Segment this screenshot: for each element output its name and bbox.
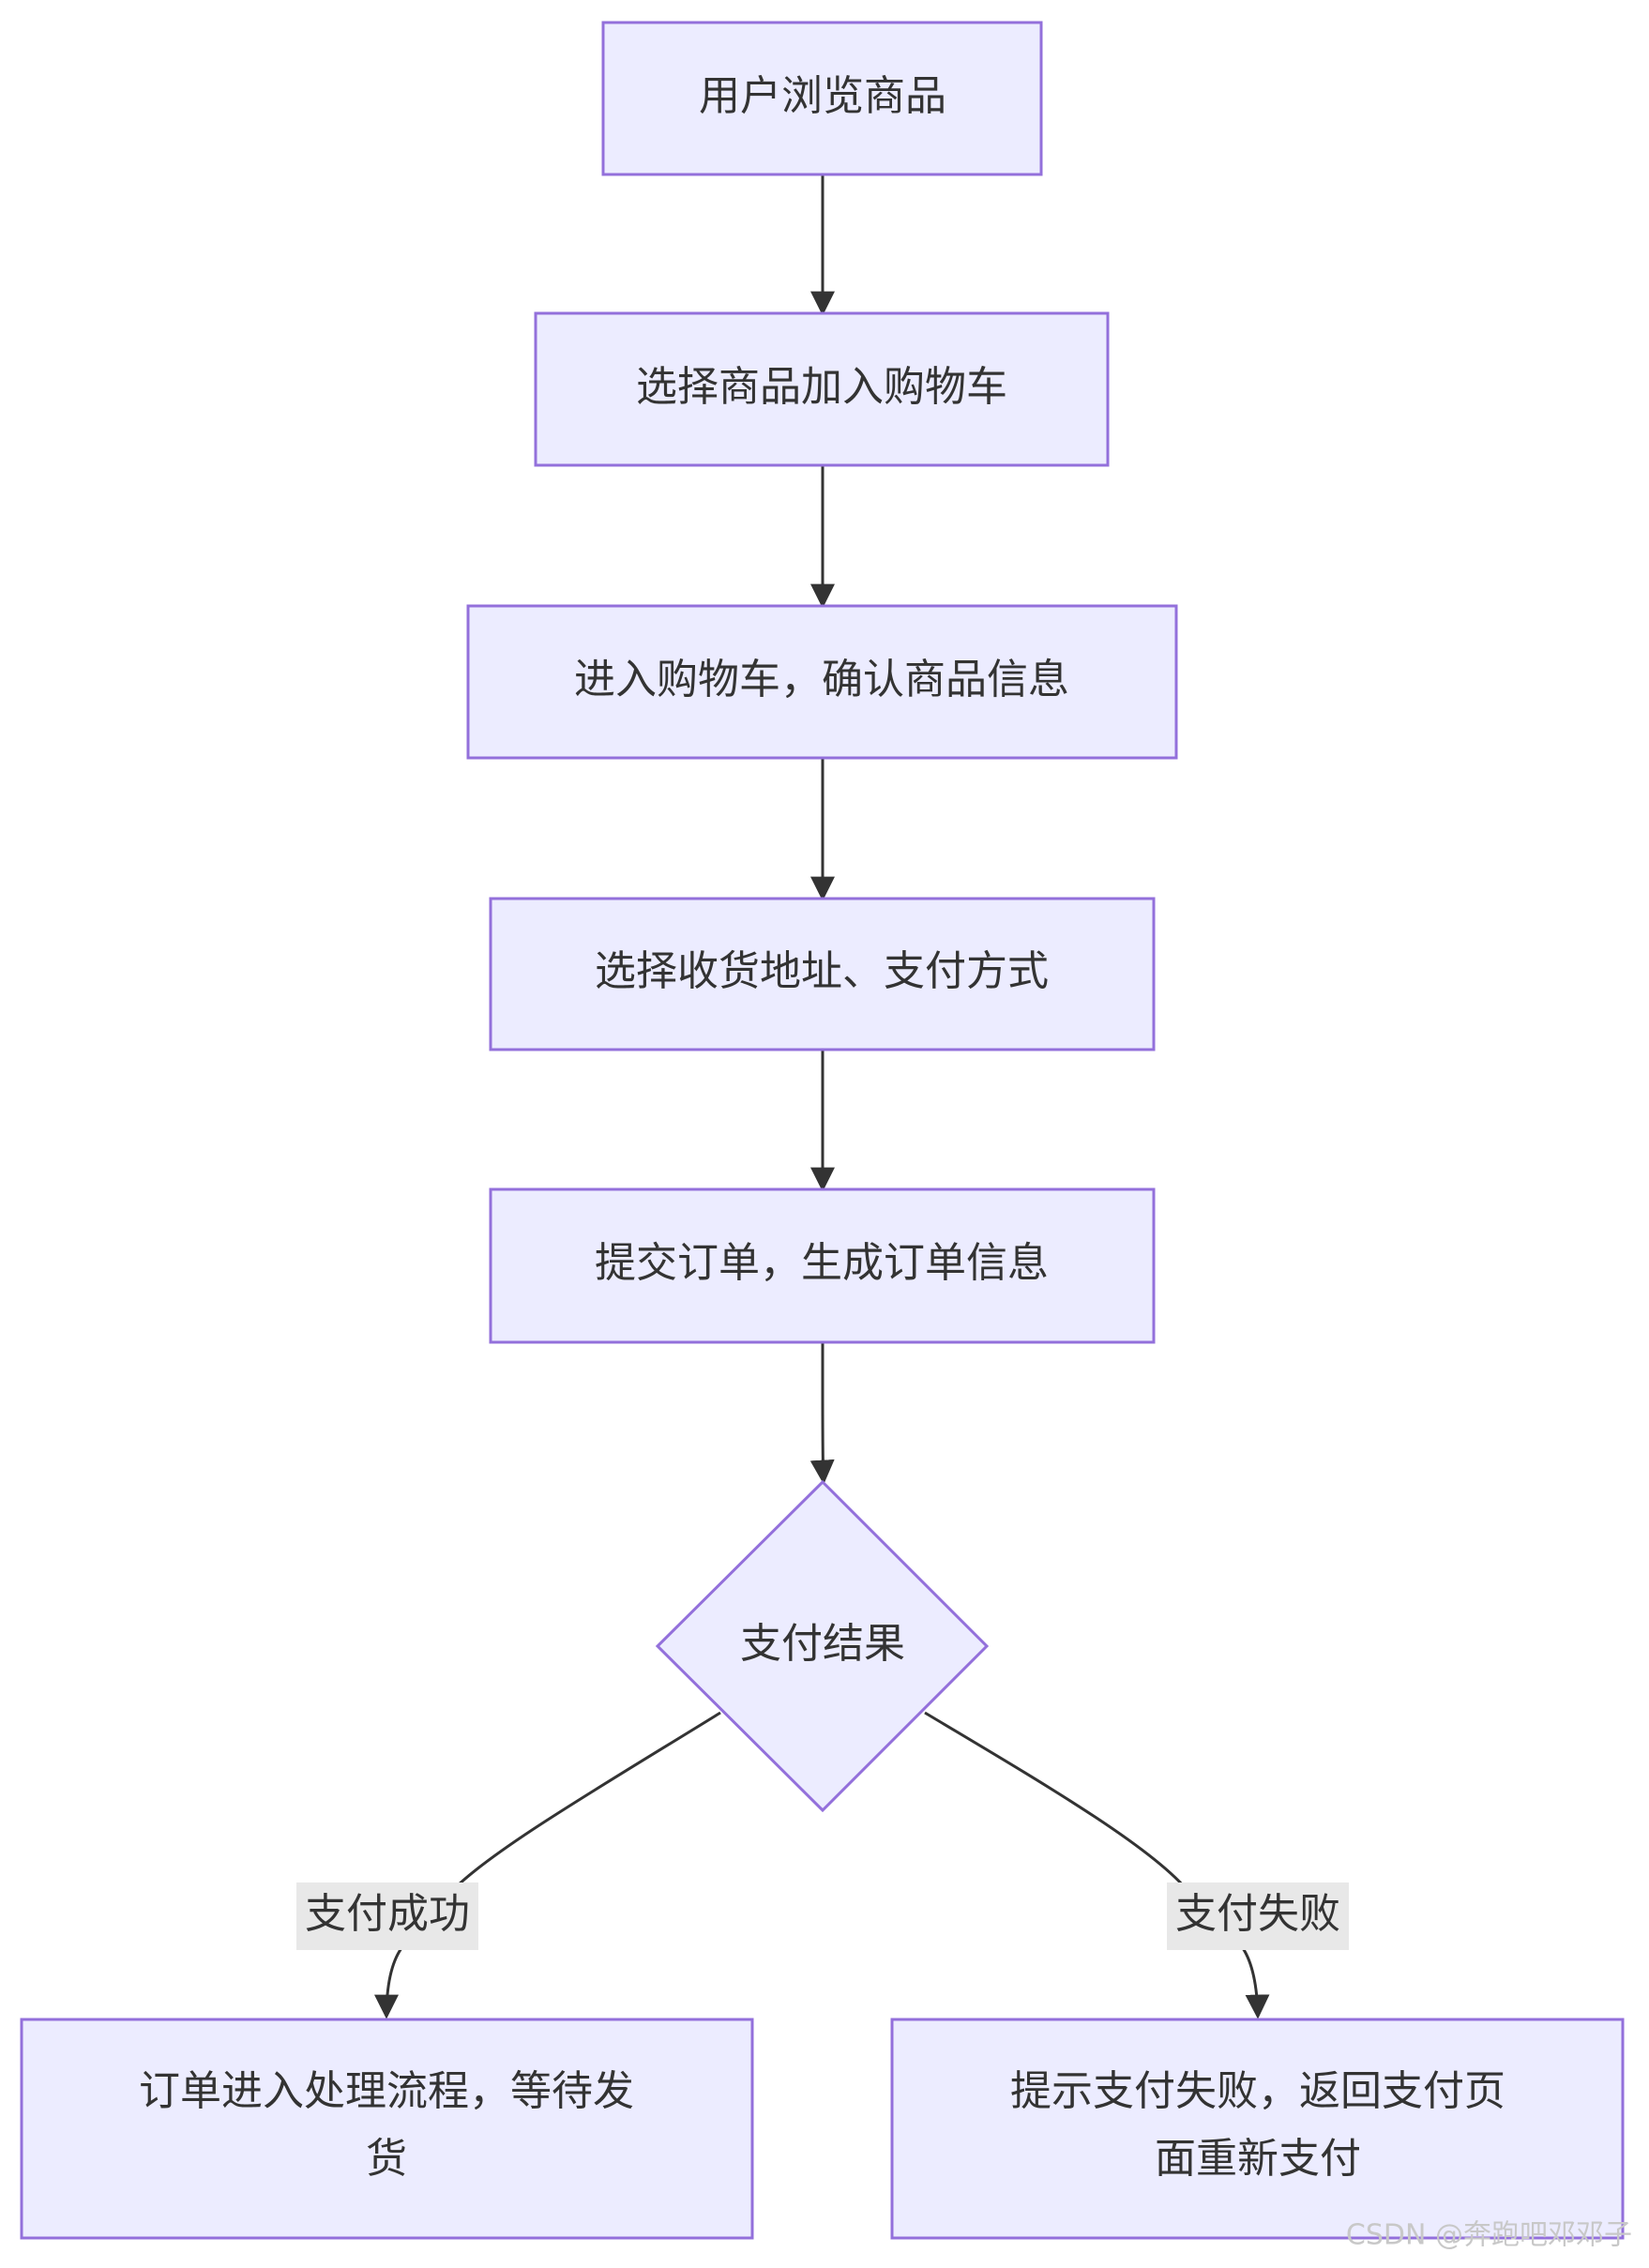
node-submit-order-label: 提交订单，生成订单信息 <box>595 1239 1049 1287</box>
node-fail-label-line2: 面重新支付 <box>1155 2135 1361 2183</box>
node-pay-result: 支付结果 <box>655 1479 990 1813</box>
node-add-cart: 选择商品加入购物车 <box>534 311 1110 467</box>
node-select-address: 选择收货地址、支付方式 <box>489 897 1156 1051</box>
edges <box>386 174 1258 2017</box>
edge-label-fail-text: 支付失败 <box>1175 1890 1340 1938</box>
watermark: CSDN @奔跑吧邓邓子 <box>1346 2219 1632 2252</box>
edge-submit-order-to-pay-result <box>809 1342 835 1485</box>
node-success-label-line1: 订单进入处理流程，等待发 <box>139 2067 634 2115</box>
edge-pay-result-to-success <box>386 1711 721 2017</box>
node-confirm-cart-label: 进入购物车，确认商品信息 <box>574 656 1069 703</box>
node-submit-order: 提交订单，生成订单信息 <box>489 1187 1156 1344</box>
node-browse: 用户浏览商品 <box>601 21 1043 176</box>
node-pay-result-label: 支付结果 <box>740 1620 905 1668</box>
node-browse-label: 用户浏览商品 <box>699 72 946 120</box>
node-add-cart-label: 选择商品加入购物车 <box>636 363 1007 411</box>
node-fail-label-line1: 提示支付失败，返回支付页 <box>1010 2067 1505 2115</box>
node-confirm-cart: 进入购物车，确认商品信息 <box>466 604 1178 760</box>
edge-pay-result-to-fail <box>924 1711 1258 2017</box>
edge-label-success-text: 支付成功 <box>305 1890 470 1938</box>
node-fail: 提示支付失败，返回支付页 面重新支付 <box>890 2018 1625 2240</box>
edge-label-fail: 支付失败 <box>1167 1882 1349 1950</box>
node-success-label-line2: 货 <box>366 2135 407 2183</box>
edge-label-success: 支付成功 <box>296 1882 478 1950</box>
node-select-address-label: 选择收货地址、支付方式 <box>595 947 1049 995</box>
node-success: 订单进入处理流程，等待发 货 <box>20 2018 754 2240</box>
